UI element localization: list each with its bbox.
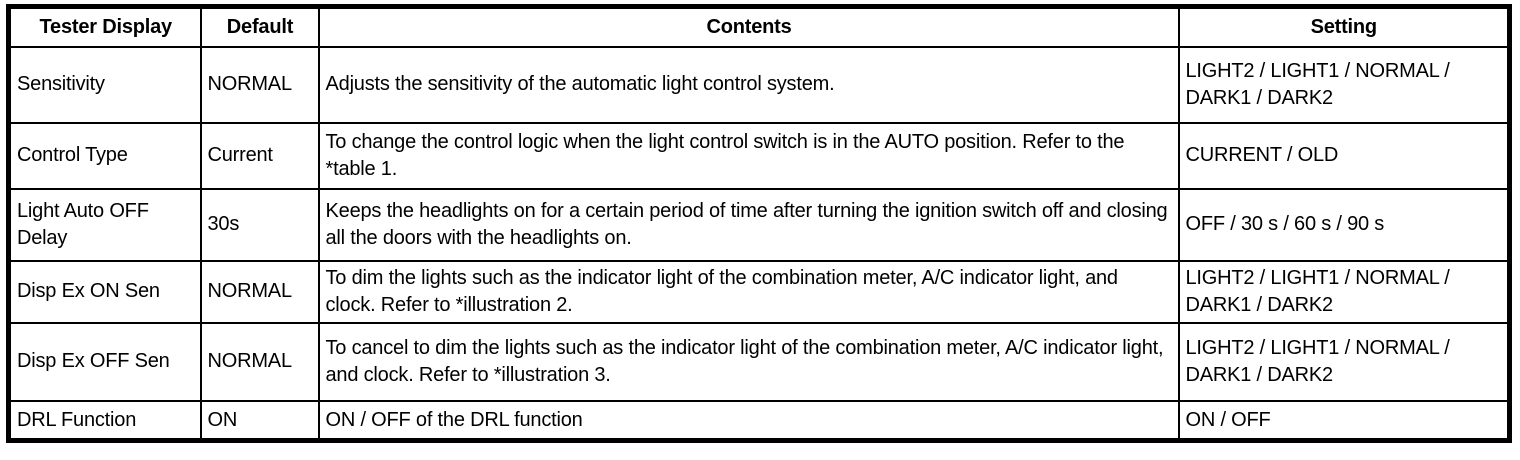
header-default: Default: [199, 5, 320, 48]
cell-tester-display: Disp Ex ON Sen: [7, 259, 202, 324]
cell-setting: ON / OFF: [1177, 399, 1511, 442]
table-row: Disp Ex OFF Sen NORMAL To cancel to dim …: [7, 321, 1511, 402]
header-setting: Setting: [1177, 5, 1511, 48]
table-header-row: Tester Display Default Contents Setting: [7, 5, 1511, 48]
cell-contents: ON / OFF of the DRL function: [317, 399, 1180, 442]
cell-setting: LIGHT2 / LIGHT1 / NORMAL / DARK1 / DARK2: [1177, 259, 1511, 324]
table-row: Light Auto OFF Delay 30s Keeps the headl…: [7, 187, 1511, 262]
cell-default: NORMAL: [199, 321, 320, 402]
cell-default: 30s: [199, 187, 320, 262]
cell-contents: Keeps the headlights on for a certain pe…: [317, 187, 1180, 262]
table-row: DRL Function ON ON / OFF of the DRL func…: [7, 399, 1511, 442]
table-row: Disp Ex ON Sen NORMAL To dim the lights …: [7, 259, 1511, 324]
cell-default: Current: [199, 121, 320, 190]
cell-setting: OFF / 30 s / 60 s / 90 s: [1177, 187, 1511, 262]
header-tester-display: Tester Display: [7, 5, 202, 48]
cell-contents: Adjusts the sensitivity of the automatic…: [317, 45, 1180, 124]
cell-default: NORMAL: [199, 259, 320, 324]
cell-tester-display: Light Auto OFF Delay: [7, 187, 202, 262]
cell-setting: CURRENT / OLD: [1177, 121, 1511, 190]
cell-tester-display: Sensitivity: [7, 45, 202, 124]
cell-contents: To dim the lights such as the indicator …: [317, 259, 1180, 324]
header-contents: Contents: [317, 5, 1180, 48]
table-row: Control Type Current To change the contr…: [7, 121, 1511, 190]
cell-tester-display: Control Type: [7, 121, 202, 190]
cell-contents: To change the control logic when the lig…: [317, 121, 1180, 190]
tester-settings-table: Tester Display Default Contents Setting …: [6, 4, 1512, 443]
cell-default: NORMAL: [199, 45, 320, 124]
cell-tester-display: DRL Function: [7, 399, 202, 442]
cell-contents: To cancel to dim the lights such as the …: [317, 321, 1180, 402]
cell-setting: LIGHT2 / LIGHT1 / NORMAL / DARK1 / DARK2: [1177, 321, 1511, 402]
cell-tester-display: Disp Ex OFF Sen: [7, 321, 202, 402]
table-row: Sensitivity NORMAL Adjusts the sensitivi…: [7, 45, 1511, 124]
cell-default: ON: [199, 399, 320, 442]
cell-setting: LIGHT2 / LIGHT1 / NORMAL / DARK1 / DARK2: [1177, 45, 1511, 124]
